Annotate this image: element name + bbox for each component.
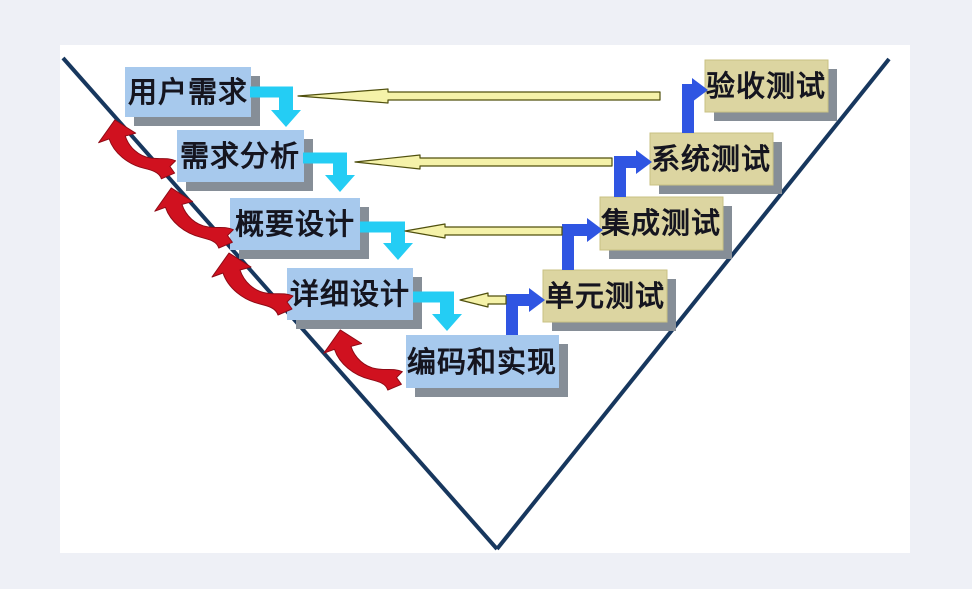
- design-flow-arrow-1: [250, 86, 301, 127]
- test-escalation-arrow-4: [682, 78, 708, 133]
- test-stage-box-acceptance-test: 验收测试: [704, 59, 837, 121]
- verification-arrow-3: [404, 223, 563, 239]
- box-face: [287, 268, 413, 320]
- design-flow-arrow-4: [413, 291, 462, 331]
- design-flow-arrow-3: [360, 221, 413, 260]
- box-face: [599, 196, 724, 251]
- test-stage-box-system-test: 系统测试: [649, 132, 782, 194]
- dev-stage-box-high-level-design: 概要设计: [230, 198, 369, 259]
- test-escalation-arrow-2: [562, 218, 603, 270]
- test-stage-label: 集成测试: [600, 207, 721, 240]
- dev-stage-label: 用户需求: [128, 75, 248, 109]
- test-stage-box-unit-test: 单元测试: [542, 269, 676, 331]
- dev-stage-box-requirements-analysis: 需求分析: [177, 130, 313, 191]
- test-stage-box-integration-test: 集成测试: [599, 196, 732, 259]
- box-face: [177, 130, 304, 182]
- test-escalation-arrow-1: [506, 288, 545, 335]
- dev-stage-box-user-requirements: 用户需求: [125, 67, 260, 126]
- v-right-line: [495, 57, 891, 551]
- box-face: [542, 269, 668, 323]
- dev-stage-label: 编码和实现: [407, 345, 557, 379]
- box-face: [406, 335, 559, 388]
- test-stage-label: 验收测试: [706, 69, 826, 103]
- box-face: [704, 59, 829, 113]
- test-stage-label: 单元测试: [545, 280, 665, 313]
- box-face: [125, 67, 251, 117]
- dev-stage-box-coding-implementation: 编码和实现: [406, 335, 568, 397]
- dev-stage-label: 概要设计: [235, 208, 355, 241]
- verification-arrow-2: [354, 154, 613, 170]
- test-escalation-arrow-3: [614, 150, 652, 197]
- verification-arrow-1: [297, 88, 661, 104]
- design-flow-arrow-2: [303, 152, 355, 192]
- dev-stage-label: 需求分析: [180, 140, 300, 173]
- dev-stage-label: 详细设计: [290, 277, 410, 311]
- verification-arrow-4: [459, 292, 507, 308]
- dev-stage-box-detailed-design: 详细设计: [287, 268, 422, 329]
- box-face: [649, 132, 774, 186]
- test-stage-label: 系统测试: [651, 142, 771, 176]
- box-face: [230, 198, 360, 250]
